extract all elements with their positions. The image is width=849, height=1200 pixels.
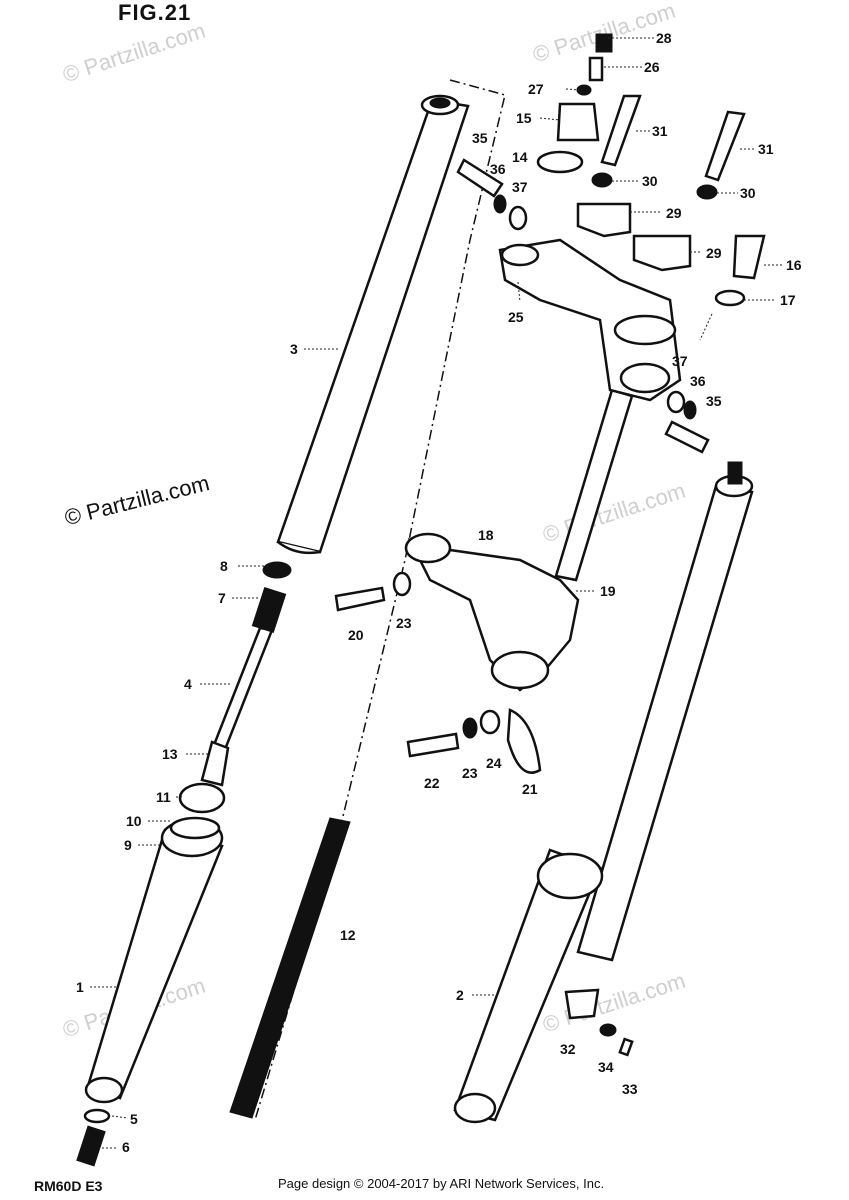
label-13: 13 xyxy=(162,746,178,762)
label-4: 4 xyxy=(184,676,192,692)
label-22: 22 xyxy=(424,775,440,791)
bracket-bolt xyxy=(406,732,460,758)
pinch-bolt xyxy=(456,158,504,198)
outer-tube-left xyxy=(276,94,470,555)
label-32: 32 xyxy=(560,1041,576,1057)
label-18: 18 xyxy=(478,527,494,543)
label-10: 10 xyxy=(126,813,142,829)
label-2: 2 xyxy=(456,987,464,1003)
washer xyxy=(714,289,746,307)
handlebar-clamp xyxy=(632,234,692,272)
washer xyxy=(83,1108,111,1124)
label-28: 28 xyxy=(656,30,672,46)
label-35: 35 xyxy=(706,393,722,409)
washer xyxy=(666,390,686,414)
pinch-bolt xyxy=(664,420,710,454)
label-1: 1 xyxy=(76,979,84,995)
figure-title: FIG.21 xyxy=(118,0,192,25)
long-bolt xyxy=(704,110,746,182)
label-23: 23 xyxy=(462,765,478,781)
washer xyxy=(479,709,501,735)
label-21: 21 xyxy=(522,781,538,797)
part-labels: 28 26 27 15 31 31 35 14 36 37 30 30 29 2… xyxy=(76,30,802,1155)
label-37: 37 xyxy=(512,179,528,195)
handlebar-clamp xyxy=(576,202,632,238)
drain-bolt xyxy=(76,1125,106,1167)
washer xyxy=(508,205,528,231)
label-29: 29 xyxy=(666,205,682,221)
label-34: 34 xyxy=(598,1059,614,1075)
label-23: 23 xyxy=(396,615,412,631)
label-14: 14 xyxy=(512,149,528,165)
label-7: 7 xyxy=(218,590,226,606)
nut xyxy=(696,184,718,200)
leader-lines xyxy=(90,37,782,1149)
stud xyxy=(618,1037,634,1057)
washer xyxy=(392,571,412,597)
label-29: 29 xyxy=(706,245,722,261)
label-19: 19 xyxy=(600,583,616,599)
fork-spring xyxy=(229,817,351,1119)
model-code: RM60D E3 xyxy=(34,1178,103,1194)
label-8: 8 xyxy=(220,558,228,574)
label-37: 37 xyxy=(672,353,688,369)
washer xyxy=(493,194,507,214)
label-17: 17 xyxy=(780,292,796,308)
label-36: 36 xyxy=(690,373,706,389)
label-35: 35 xyxy=(472,130,488,146)
label-15: 15 xyxy=(516,110,532,126)
label-33: 33 xyxy=(622,1081,638,1097)
label-5: 5 xyxy=(130,1111,138,1127)
pinch-bolt xyxy=(334,586,386,612)
label-26: 26 xyxy=(644,59,660,75)
label-11: 11 xyxy=(156,789,171,805)
label-16: 16 xyxy=(786,257,802,273)
long-bolt xyxy=(600,94,642,167)
label-30: 30 xyxy=(642,173,658,189)
label-25: 25 xyxy=(508,309,524,325)
label-30: 30 xyxy=(740,185,756,201)
label-31: 31 xyxy=(652,123,668,139)
washer xyxy=(599,1023,617,1037)
stem-bolt xyxy=(732,234,766,280)
lower-leg-left xyxy=(84,818,224,1104)
label-27: 27 xyxy=(528,81,544,97)
cap-bolt-assembly xyxy=(536,33,613,174)
axle-holder xyxy=(564,988,600,1020)
damper-rod xyxy=(169,561,292,840)
washer xyxy=(462,717,478,739)
label-12: 12 xyxy=(340,927,356,943)
label-20: 20 xyxy=(348,627,364,643)
label-9: 9 xyxy=(124,837,132,853)
copyright-notice: Page design © 2004-2017 by ARI Network S… xyxy=(278,1176,605,1191)
lower-leg-right xyxy=(453,848,604,1124)
label-36: 36 xyxy=(490,161,506,177)
nut xyxy=(591,172,613,188)
label-3: 3 xyxy=(290,341,298,357)
label-31: 31 xyxy=(758,141,774,157)
label-24: 24 xyxy=(486,755,502,771)
label-6: 6 xyxy=(122,1139,130,1155)
washer xyxy=(683,400,697,420)
cable-clip xyxy=(506,708,542,774)
outer-tube-right xyxy=(554,388,754,962)
upper-bracket xyxy=(498,238,682,402)
lower-bracket xyxy=(404,532,580,692)
